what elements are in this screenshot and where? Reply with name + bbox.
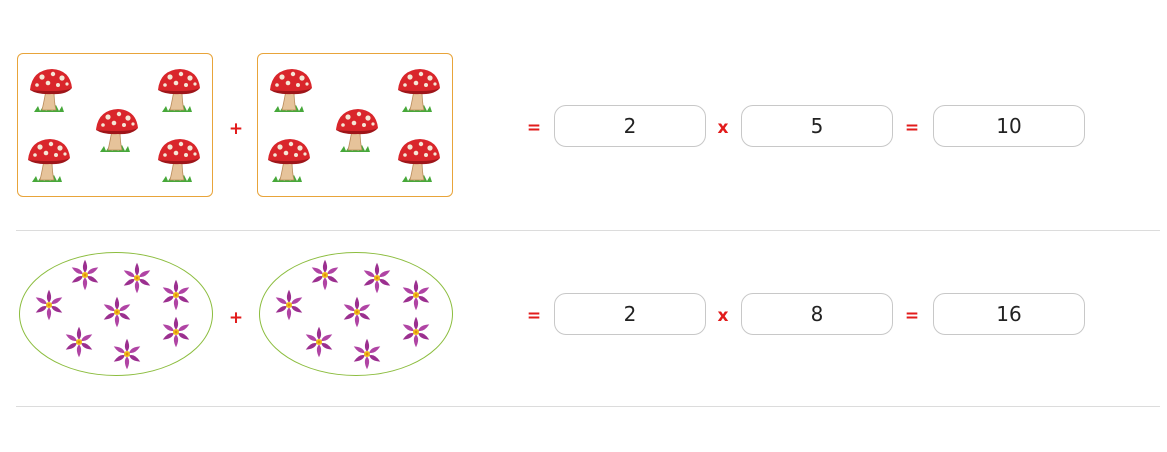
flower-icon [70,259,100,291]
groups-input[interactable] [554,105,706,147]
mushroom-icon [397,138,441,183]
per-group-input[interactable] [741,293,893,335]
times-sign: x [717,306,729,326]
flower-icon [64,326,94,358]
plus-sign: + [228,308,244,328]
flower-icon [102,296,132,328]
groups-input[interactable] [554,293,706,335]
flower-group-1-picture [34,259,191,370]
equals-sign: = [526,306,542,326]
mushroom-icon [397,68,441,113]
flower-icon [362,262,392,294]
flower-icon [274,289,304,321]
equals-sign: = [904,306,920,326]
times-sign: x [717,118,729,138]
row-divider [16,406,1160,407]
total-input[interactable] [933,293,1085,335]
flower-icon [161,316,191,348]
flower-icon [34,289,64,321]
flower-group-2-picture [274,259,431,370]
flower-icon [122,262,152,294]
flower-icon [310,259,340,291]
exercise-row-2: + = x = [0,250,1167,378]
flower-group-2 [259,252,453,376]
mushroom-icon [27,138,71,183]
mushroom-group-2-picture [267,68,441,183]
equals-sign: = [904,118,920,138]
total-input[interactable] [933,105,1085,147]
mushroom-icon [335,108,379,153]
mushroom-icon [95,108,139,153]
mushroom-group-2 [257,53,453,197]
mushroom-icon [267,138,311,183]
mushroom-icon [157,138,201,183]
flower-icon [161,279,191,311]
per-group-input[interactable] [741,105,893,147]
mushroom-icon [269,68,313,113]
mushroom-group-1-picture [27,68,201,183]
row-divider [16,230,1160,231]
flower-icon [401,316,431,348]
equals-sign: = [526,118,542,138]
mushroom-group-1 [17,53,213,197]
mushroom-icon [157,68,201,113]
flower-icon [304,326,334,358]
flower-icon [112,338,142,370]
mushroom-icon [29,68,73,113]
exercise-row-1: + = x = [0,52,1167,200]
flower-icon [401,279,431,311]
plus-sign: + [228,119,244,139]
flower-icon [342,296,372,328]
flower-group-1 [19,252,213,376]
flower-icon [352,338,382,370]
